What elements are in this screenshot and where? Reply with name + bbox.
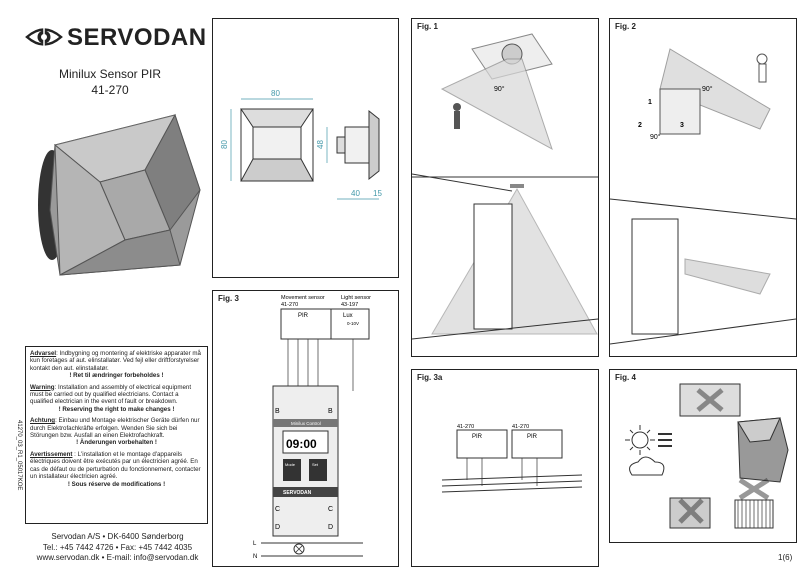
brand-logo: SERVODAN [25,22,206,52]
dim-flange-label: 15 [373,189,382,198]
fig2-angle-bottom: 90° [650,133,661,141]
fig4-drawing [625,383,789,529]
dim-depth-height-label: 48 [316,140,325,149]
fig1-drawing: 90° [411,33,599,340]
product-image [38,113,201,276]
fig3a-drawing: 41-270 PIR 41-270 PIR [441,424,583,493]
svg-text:Mode: Mode [285,462,296,467]
svg-text:PIR: PIR [527,434,538,440]
fig3-device-header: Minilux Control [291,421,321,426]
dim-depth-label: 40 [351,189,360,198]
fig3-N: N [253,554,257,560]
eye-logo-icon [25,26,63,48]
fig1-label: Fig. 1 [417,22,438,31]
fig3-volt: 0-10V [347,321,359,326]
fig3-b-right: B [328,408,333,415]
fig3-light-sensor: Light sensor [341,295,371,301]
svg-text:PIR: PIR [472,434,483,440]
fig3-movement-sensor: Movement sensor [281,295,325,301]
fig1-panel: Fig. 1 90° [411,18,599,357]
warning-box: Advarsel: Indbygning og montering af ele… [25,346,208,524]
fig2-angle-top: 90° [702,85,713,93]
svg-text:41-270: 41-270 [512,424,529,430]
fig3-drawing: Movement sensor 41-270 Light sensor 43-1… [253,295,371,560]
dim-height-label: 80 [220,140,229,149]
fig3-movement-code: 41-270 [281,302,298,308]
fig2-label: Fig. 2 [615,22,636,31]
fig1-angle: 90° [494,85,505,93]
product-name: Minilux Sensor PIR [58,67,162,81]
svg-text:Set: Set [312,462,319,467]
fig4-panel: Fig. 4 [609,369,797,543]
fig2-num1: 1 [648,99,652,106]
svg-text:C: C [275,506,280,513]
fig2-panel: Fig. 2 90° 90° 1 2 3 [609,18,797,357]
sun-icon [625,425,655,455]
fig2-drawing: 90° 90° 1 2 3 [609,48,797,345]
fig3-light-code: 43-197 [341,302,358,308]
fig3-display: 09:00 [286,437,317,451]
fig3-lux: Lux [343,313,353,319]
warning-da: Advarsel: Indbygning og montering af ele… [30,350,201,380]
fig3a-panel: Fig. 3a 41-270 PIR 41-270 PIR [411,369,599,567]
fig3-L: L [253,541,257,547]
fig3-device-brand: SERVODAN [283,490,312,496]
brand-name: SERVODAN [67,24,207,51]
fig2-num2: 2 [638,122,642,129]
svg-text:C: C [328,506,333,513]
product-code: 41-270 [91,83,129,97]
svg-text:D: D [275,524,280,531]
fig2-num3: 3 [680,122,684,129]
fig3-label: Fig. 3 [218,294,239,303]
svg-text:D: D [328,524,333,531]
warning-fr: Avertissement : L'installation et le mon… [30,450,201,488]
fig4-label: Fig. 4 [615,373,636,382]
svg-text:41-270: 41-270 [457,424,474,430]
dimensions-panel: 80 80 48 40 15 [212,18,399,278]
fig3a-label: Fig. 3a [417,373,443,382]
fig3-mode-button [283,459,301,481]
dimension-drawing: 80 80 48 40 15 [220,89,382,200]
fig3-set-button [309,459,327,481]
contact-info: Servodan A/S • DK-6400 Sønderborg Tel.: … [36,532,199,562]
product-title: Minilux Sensor PIR 41-270 [40,66,180,98]
warning-de: Achtung: Einbau und Montage elektrischer… [30,417,200,447]
document-number: 41270_03_R1_05017KOE [16,420,22,491]
fig3-panel: Fig. 3 Movement sensor 41-270 Light sens… [212,290,399,567]
dim-width-label: 80 [271,89,280,98]
fig3-pir: PIR [298,313,309,319]
page-number: 1(6) [778,553,793,562]
fig3-b-left: B [275,408,280,415]
warning-en: Warning: Installation and assembly of el… [30,383,192,413]
